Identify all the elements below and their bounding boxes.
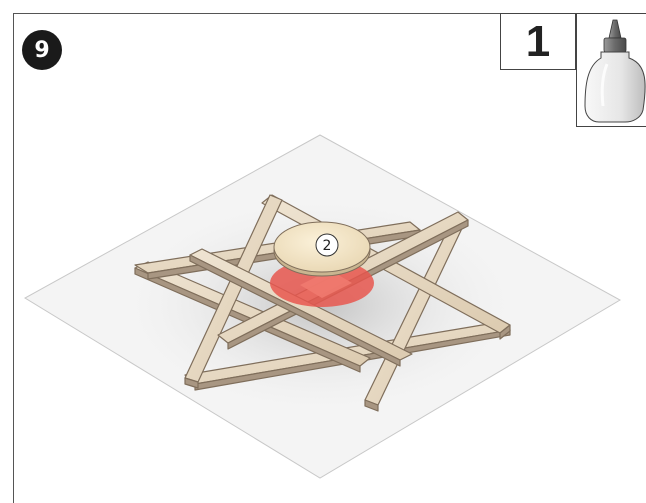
part-callout-label: 2 xyxy=(323,238,332,254)
